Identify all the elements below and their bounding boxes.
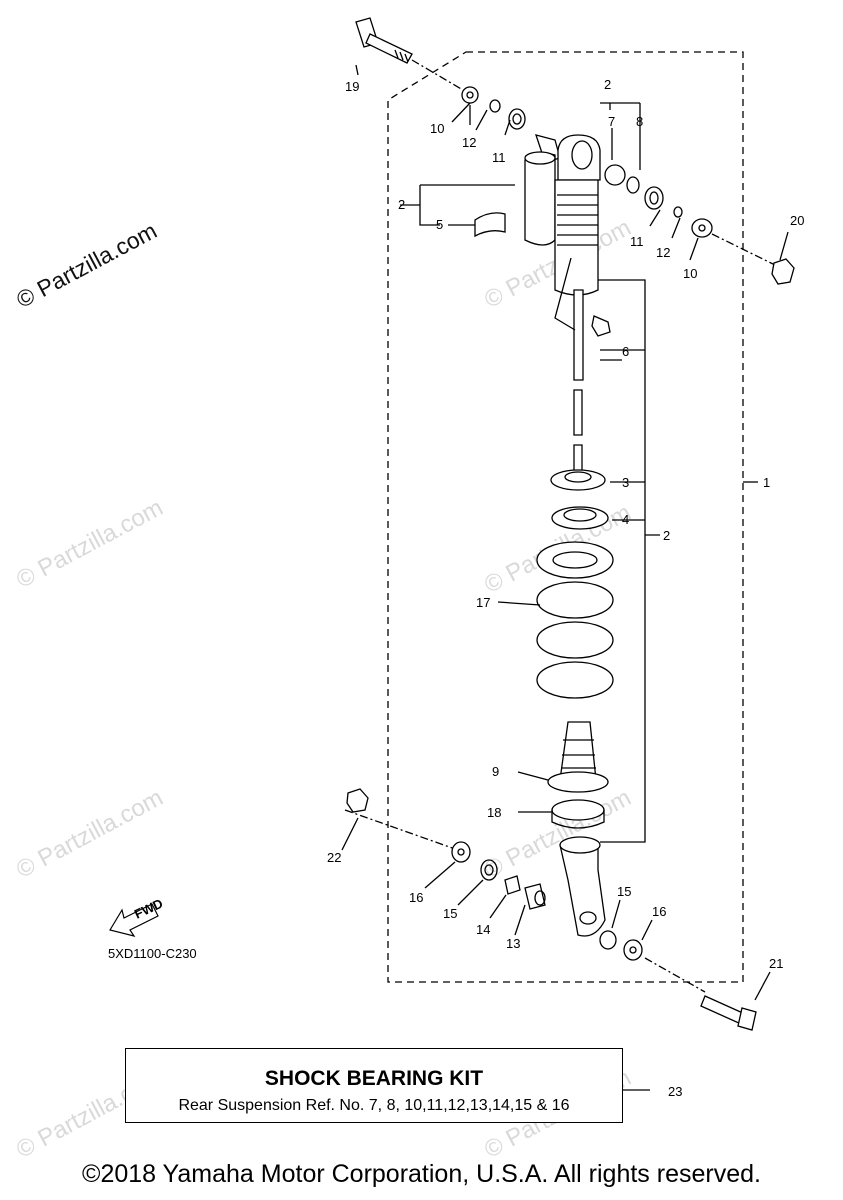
callout-16-right: 16 (652, 904, 666, 919)
callout-17: 17 (476, 595, 490, 610)
nut-3 (550, 469, 606, 491)
adjuster-6 (591, 315, 611, 337)
bearing-13 (524, 883, 546, 910)
spring-seat-9 (547, 771, 609, 793)
fwd-arrow-icon (109, 903, 159, 937)
nut-4 (551, 506, 609, 530)
callout-7: 7 (608, 114, 615, 129)
callout-12-right: 12 (656, 245, 670, 260)
collar-16-left (451, 841, 471, 863)
callout-15-left: 15 (443, 906, 457, 921)
lower-clevis (559, 836, 606, 937)
nut-20 (771, 258, 795, 285)
seal-15-left (480, 859, 498, 881)
kit-subtitle: Rear Suspension Ref. No. 7, 8, 10,11,12,… (178, 1097, 570, 1114)
o-ring-12-right (673, 206, 683, 218)
collar-16-right (623, 939, 643, 961)
shock-body (554, 134, 601, 296)
bump-stop (559, 721, 597, 781)
callout-6: 6 (622, 344, 629, 359)
nut-22 (346, 788, 369, 813)
callout-20: 20 (790, 213, 804, 228)
callout-8: 8 (636, 114, 643, 129)
callout-2-top: 2 (604, 77, 611, 92)
piston-rod (573, 289, 584, 481)
o-ring-12-upper (489, 99, 501, 113)
diagram-code: 5XD1100-C230 (108, 946, 197, 961)
callout-18: 18 (487, 805, 501, 820)
bushing-14 (504, 875, 521, 895)
callout-11-right: 11 (630, 234, 644, 249)
bearing-11-right (644, 186, 664, 210)
collar-10-right (691, 218, 713, 238)
callout-14: 14 (476, 922, 490, 937)
bolt-19-part (355, 17, 413, 64)
seal-8 (626, 176, 640, 194)
label-5-part (474, 212, 506, 238)
collar-10-upper (461, 86, 479, 104)
copyright-notice: ©2018 Yamaha Motor Corporation, U.S.A. A… (82, 1160, 761, 1188)
callout-1: 1 (763, 475, 770, 490)
callout-2-left: 2 (398, 197, 405, 212)
callout-22: 22 (327, 850, 341, 865)
bearing-11-upper (508, 108, 526, 130)
callout-3: 3 (622, 475, 629, 490)
callout-10-right: 10 (683, 266, 697, 281)
callout-9: 9 (492, 764, 499, 779)
callout-11-upper: 11 (492, 150, 506, 165)
spring-17 (536, 541, 614, 699)
callout-5: 5 (436, 217, 443, 232)
bolt-21 (700, 995, 757, 1031)
callout-15-right: 15 (617, 884, 631, 899)
seal-15-right (599, 930, 617, 950)
callout-16-left: 16 (409, 890, 423, 905)
callout-4: 4 (622, 512, 629, 527)
callout-10-upper: 10 (430, 121, 444, 136)
callout-2-right: 2 (663, 528, 670, 543)
callout-13: 13 (506, 936, 520, 951)
callout-23: 23 (668, 1084, 682, 1099)
callout-19: 19 (345, 79, 359, 94)
bush-7 (604, 164, 626, 186)
kit-title: SHOCK BEARING KIT (264, 1067, 484, 1090)
shock-bearing-kit-box: SHOCK BEARING KIT Rear Suspension Ref. N… (125, 1048, 623, 1123)
stopper-18 (551, 799, 605, 829)
callout-21: 21 (769, 956, 783, 971)
callout-12-upper: 12 (462, 135, 476, 150)
assembly-outline (387, 51, 744, 983)
